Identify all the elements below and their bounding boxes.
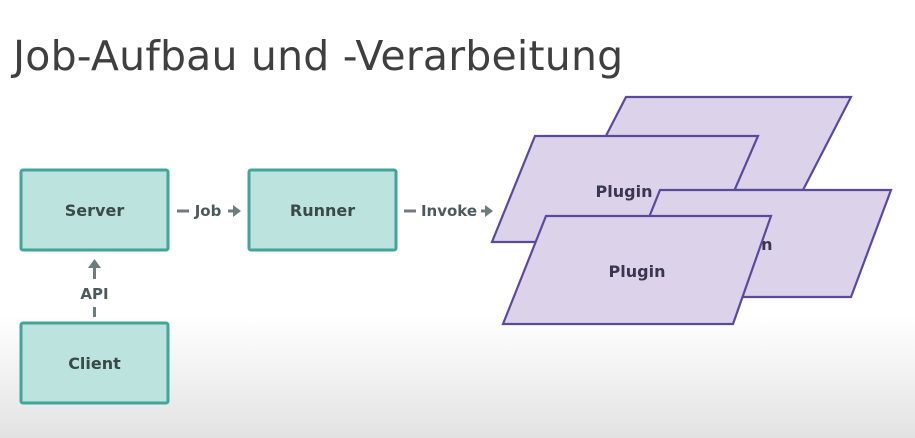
slide-title: Job-Aufbau und -Verarbeitung bbox=[13, 32, 624, 80]
api-arrow-head bbox=[88, 259, 101, 268]
runner-node: Runner bbox=[247, 168, 398, 252]
job-connector: Job bbox=[177, 202, 241, 220]
api-connector: API bbox=[80, 259, 109, 317]
plugin-shape-front: Plugin bbox=[501, 214, 773, 326]
api-edge-label: API bbox=[80, 285, 108, 303]
job-edge-label: Job bbox=[194, 202, 222, 220]
runner-label: Runner bbox=[290, 201, 355, 220]
invoke-edge-label: Invoke bbox=[421, 202, 477, 220]
client-label: Client bbox=[68, 354, 121, 373]
plugin-label-front: Plugin bbox=[609, 262, 666, 281]
server-node: Server bbox=[19, 168, 170, 252]
client-node: Client bbox=[19, 321, 170, 405]
plugin-label-back-left: Plugin bbox=[596, 182, 653, 201]
server-label: Server bbox=[65, 201, 125, 220]
invoke-connector: Invoke bbox=[404, 202, 493, 220]
invoke-arrow-head bbox=[485, 205, 493, 217]
job-arrow-head bbox=[233, 205, 241, 217]
